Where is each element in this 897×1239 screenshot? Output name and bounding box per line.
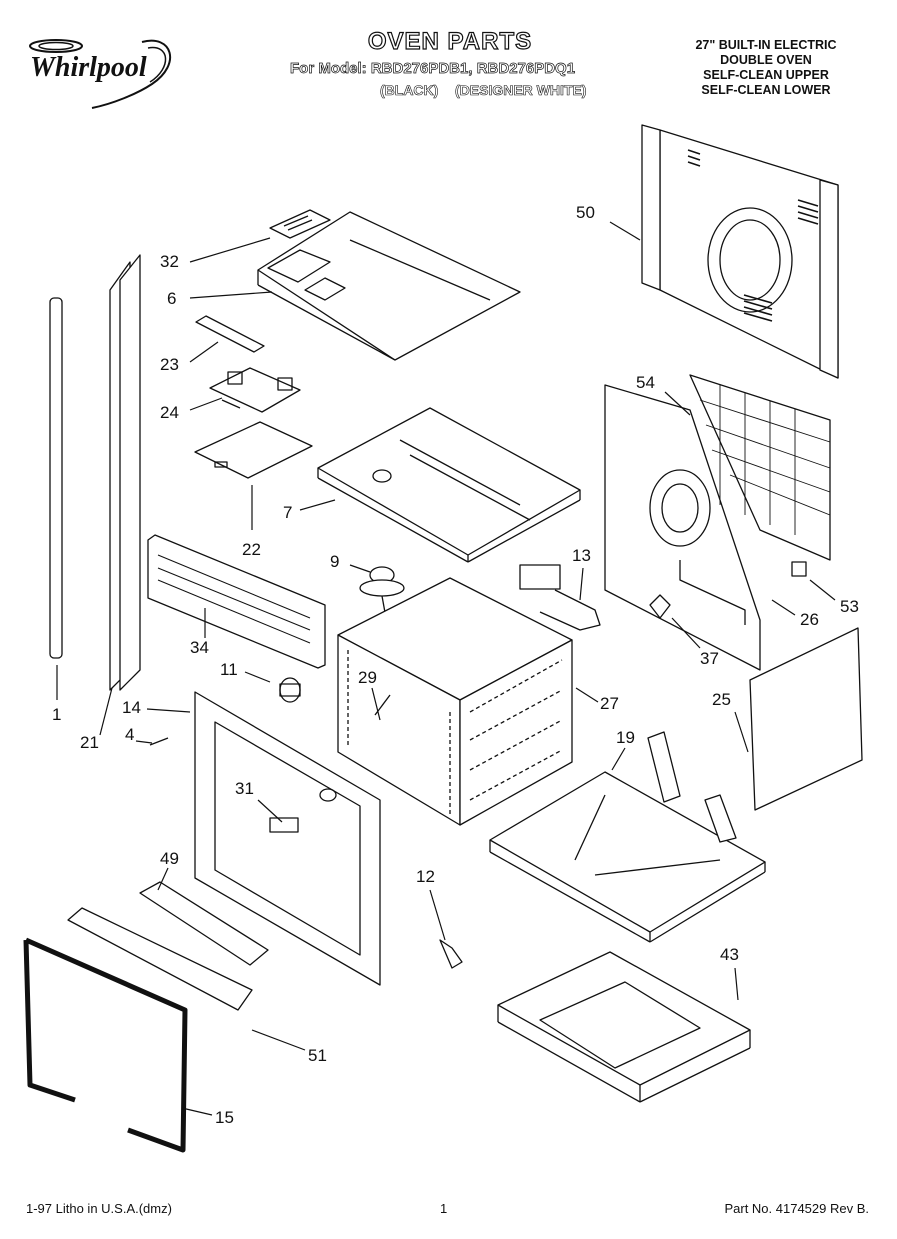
- part-screw: [149, 737, 169, 746]
- page-number: 1: [440, 1201, 448, 1216]
- callout-29: 29: [358, 668, 377, 687]
- callout-22: 22: [242, 540, 261, 559]
- callout-1: 1: [52, 705, 62, 724]
- part-label-plate: [269, 209, 331, 239]
- brand-logo-text: Whirlpool: [30, 52, 147, 83]
- callout-50: 50: [576, 203, 595, 222]
- model-line: For Model: RBD276PDB1, RBD276PDQ1: [290, 60, 576, 78]
- callout-26: 26: [800, 610, 819, 629]
- part-rear-panel: [641, 124, 839, 379]
- callout-19: 19: [616, 728, 635, 747]
- callout-leaders: [56, 221, 836, 1116]
- part-lower-trim: [139, 881, 269, 966]
- description-line: SELF-CLEAN UPPER: [703, 68, 829, 82]
- callout-43: 43: [720, 945, 739, 964]
- part-door-switch: [439, 939, 463, 969]
- footer-print-info: 1-97 Litho in U.S.A.(dmz): [26, 1201, 172, 1216]
- callout-49: 49: [160, 849, 179, 868]
- part-mounting-frame: [604, 384, 761, 671]
- callout-9: 9: [330, 552, 340, 571]
- part-oven-cavity: [337, 577, 573, 826]
- part-door-gasket: [23, 937, 188, 1153]
- part-top-panel: [257, 211, 521, 361]
- variant-designer-white: (DESIGNER WHITE): [455, 82, 587, 99]
- callout-6: 6: [167, 289, 177, 308]
- callout-27: 27: [600, 694, 619, 713]
- callout-31: 31: [235, 779, 254, 798]
- part-side-panel: [749, 627, 863, 811]
- part-knob: [279, 677, 301, 703]
- whirlpool-logo: [22, 34, 192, 114]
- callout-14: 14: [122, 698, 141, 717]
- callout-34: 34: [190, 638, 209, 657]
- callout-51: 51: [308, 1046, 327, 1065]
- callout-32: 32: [160, 252, 179, 271]
- part-thermostat: [359, 566, 405, 641]
- part-bottom-tray: [489, 731, 766, 943]
- part-switch-assembly: [209, 367, 301, 413]
- callout-53: 53: [840, 597, 859, 616]
- callout-15: 15: [215, 1108, 234, 1127]
- page-title: OVEN PARTS: [367, 27, 533, 55]
- part-vertical-strip: [49, 297, 63, 659]
- callout-13: 13: [572, 546, 591, 565]
- description-line: 27" BUILT-IN ELECTRIC: [695, 38, 837, 52]
- callout-12: 12: [416, 867, 435, 886]
- callout-4: 4: [125, 725, 135, 744]
- part-insulation-grid: [689, 374, 831, 561]
- callout-23: 23: [160, 355, 179, 374]
- callout-54: 54: [636, 373, 655, 392]
- part-cover-plate: [194, 421, 313, 479]
- part-door-frame: [194, 691, 381, 986]
- callout-7: 7: [283, 503, 293, 522]
- part-bracket: [195, 315, 265, 353]
- part-lamp-socket: [269, 817, 299, 833]
- part-number: Part No. 4174529 Rev B.: [724, 1201, 869, 1216]
- callout-24: 24: [160, 403, 179, 422]
- part-control-panel: [147, 534, 326, 669]
- callout-21: 21: [80, 733, 99, 752]
- part-vent-trim: [67, 907, 253, 1011]
- part-clip: [791, 561, 807, 577]
- part-bracket-small: [649, 594, 671, 619]
- part-side-trim: [109, 254, 141, 691]
- part-shelf-panel: [317, 407, 581, 563]
- callout-25: 25: [712, 690, 731, 709]
- part-heating-element: [519, 564, 601, 631]
- description-line: DOUBLE OVEN: [720, 53, 812, 67]
- variant-black: (BLACK): [380, 82, 439, 99]
- part-broiler-tray: [497, 951, 751, 1103]
- description-line: SELF-CLEAN LOWER: [701, 83, 831, 97]
- callout-37: 37: [700, 649, 719, 668]
- product-description: 27" BUILT-IN ELECTRIC DOUBLE OVEN SELF-C…: [671, 38, 861, 98]
- callout-11: 11: [220, 660, 238, 679]
